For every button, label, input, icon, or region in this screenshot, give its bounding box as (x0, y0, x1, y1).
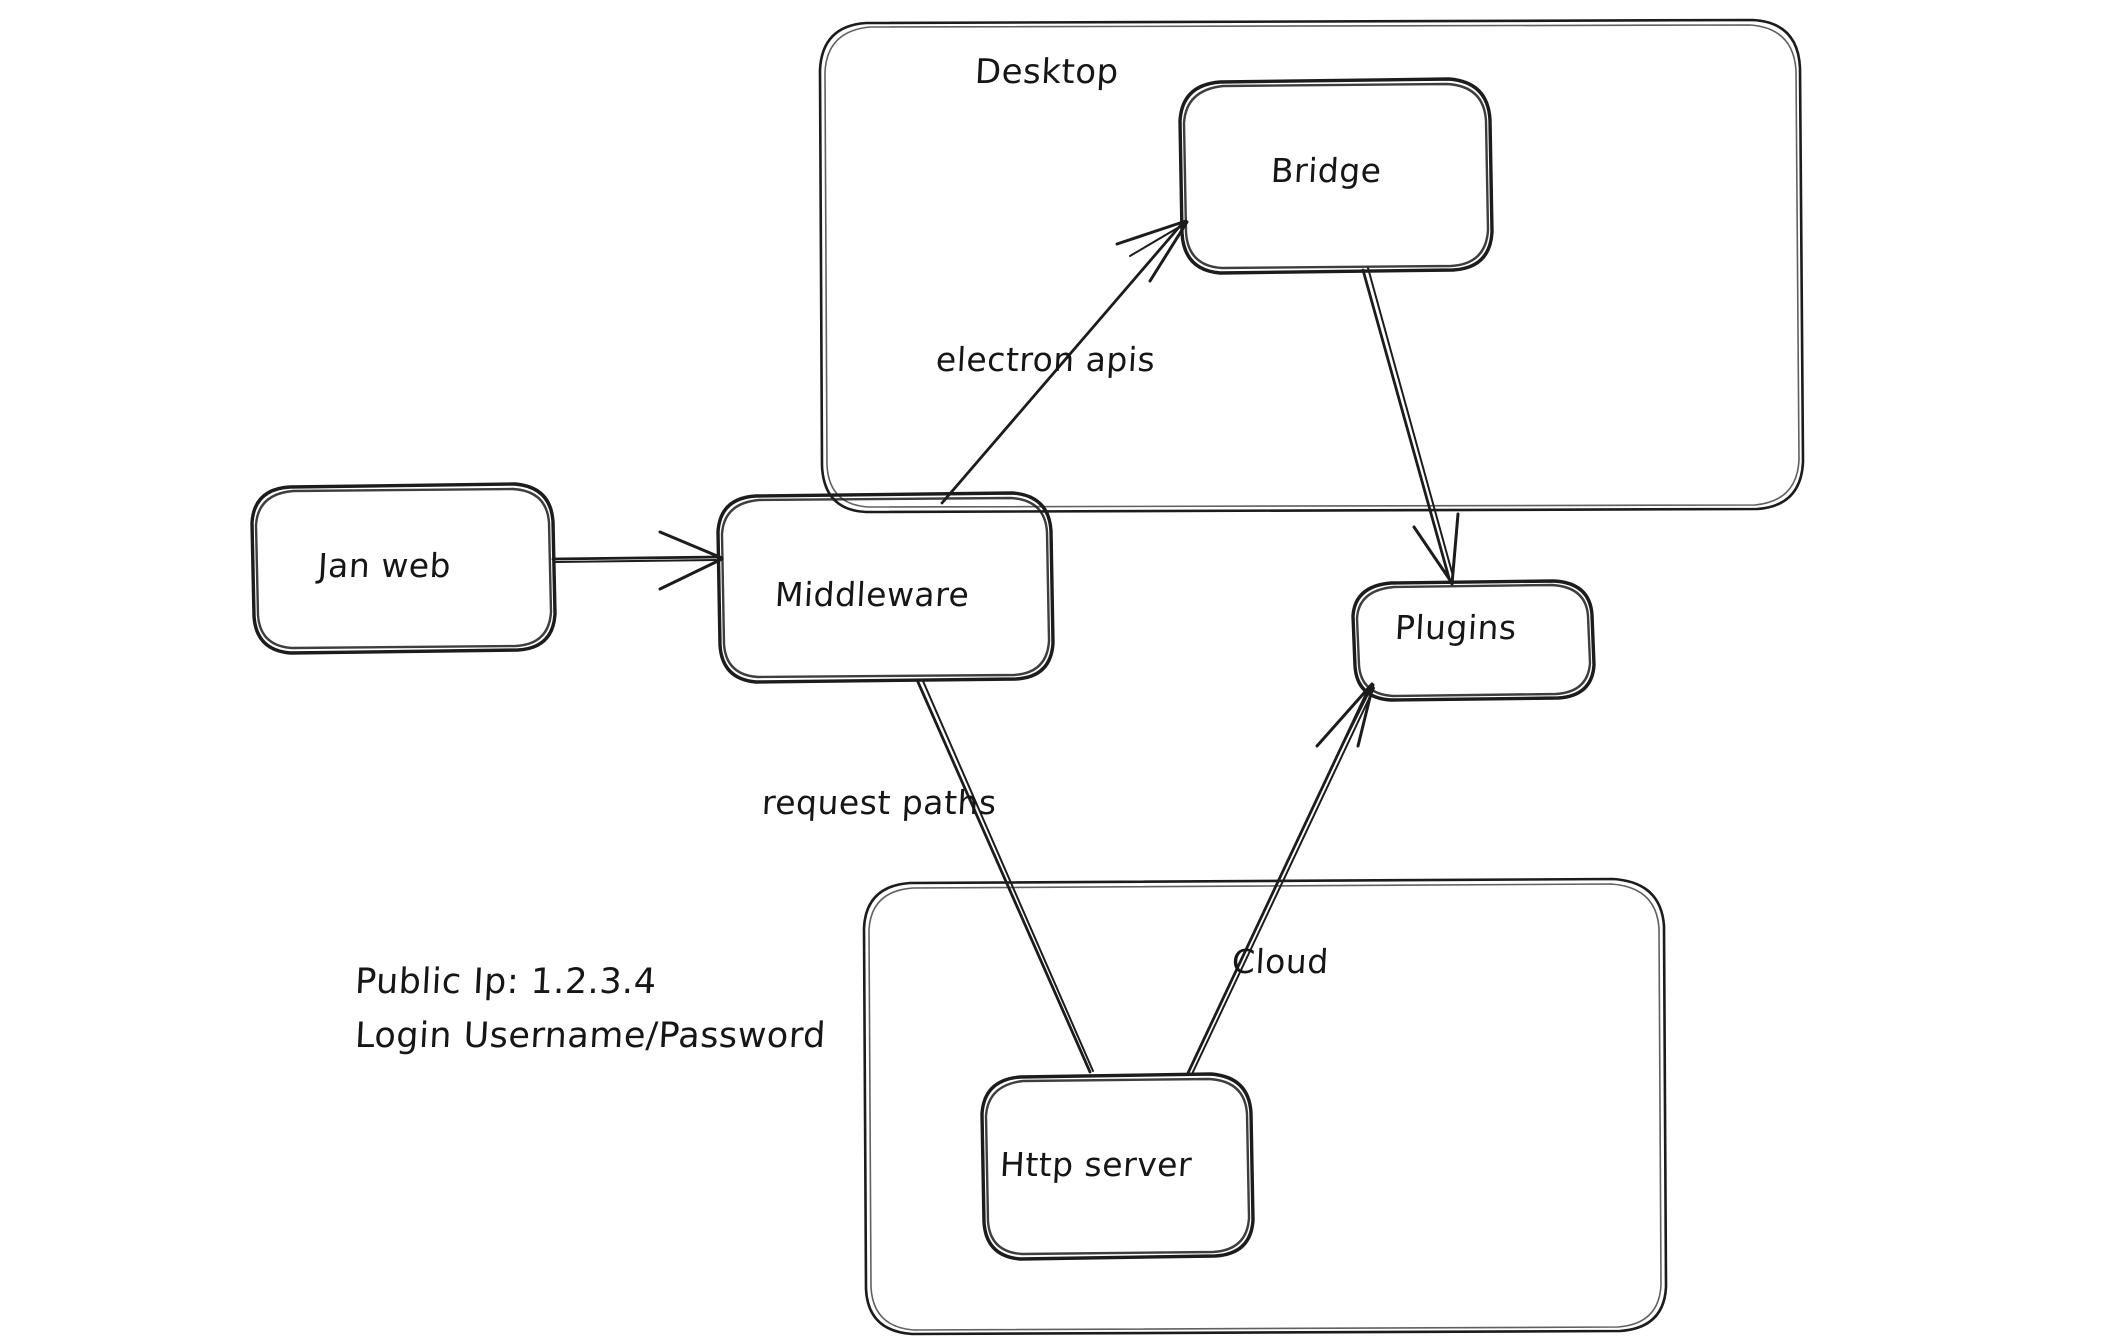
node-jan-web-shape[interactable] (250, 482, 557, 655)
edge-middleware-to-httpserver (916, 680, 1094, 1074)
edge-label-electron-apis: electron apis (934, 340, 1157, 379)
node-label-http-server: Http server (998, 1145, 1194, 1184)
node-plugins-shape[interactable] (1351, 579, 1596, 702)
node-label-bridge: Bridge (1269, 151, 1383, 190)
edge-bridge-to-plugins (1361, 267, 1460, 586)
node-middleware-shape[interactable] (716, 491, 1055, 684)
edge-janweb-to-middleware (551, 530, 724, 591)
node-label-plugins: Plugins (1393, 608, 1518, 647)
node-bridge-shape[interactable] (1178, 77, 1494, 275)
note-public-ip: Public Ip: 1.2.3.4 (353, 962, 658, 1002)
edge-httpserver-to-plugins (1186, 682, 1375, 1075)
node-http-server-shape[interactable] (980, 1072, 1255, 1261)
edge-label-request-paths: request paths (760, 783, 998, 822)
group-label-desktop: Desktop (973, 52, 1120, 92)
group-desktop-container (818, 18, 1805, 514)
edge-middleware-to-bridge (940, 219, 1189, 505)
note-login-credentials: Login Username/Password (353, 1016, 827, 1056)
edge-label-cloud: Cloud (1230, 942, 1330, 981)
group-cloud-container (862, 877, 1668, 1336)
node-label-jan-web: Jan web (316, 546, 453, 585)
node-label-middleware: Middleware (773, 575, 971, 614)
